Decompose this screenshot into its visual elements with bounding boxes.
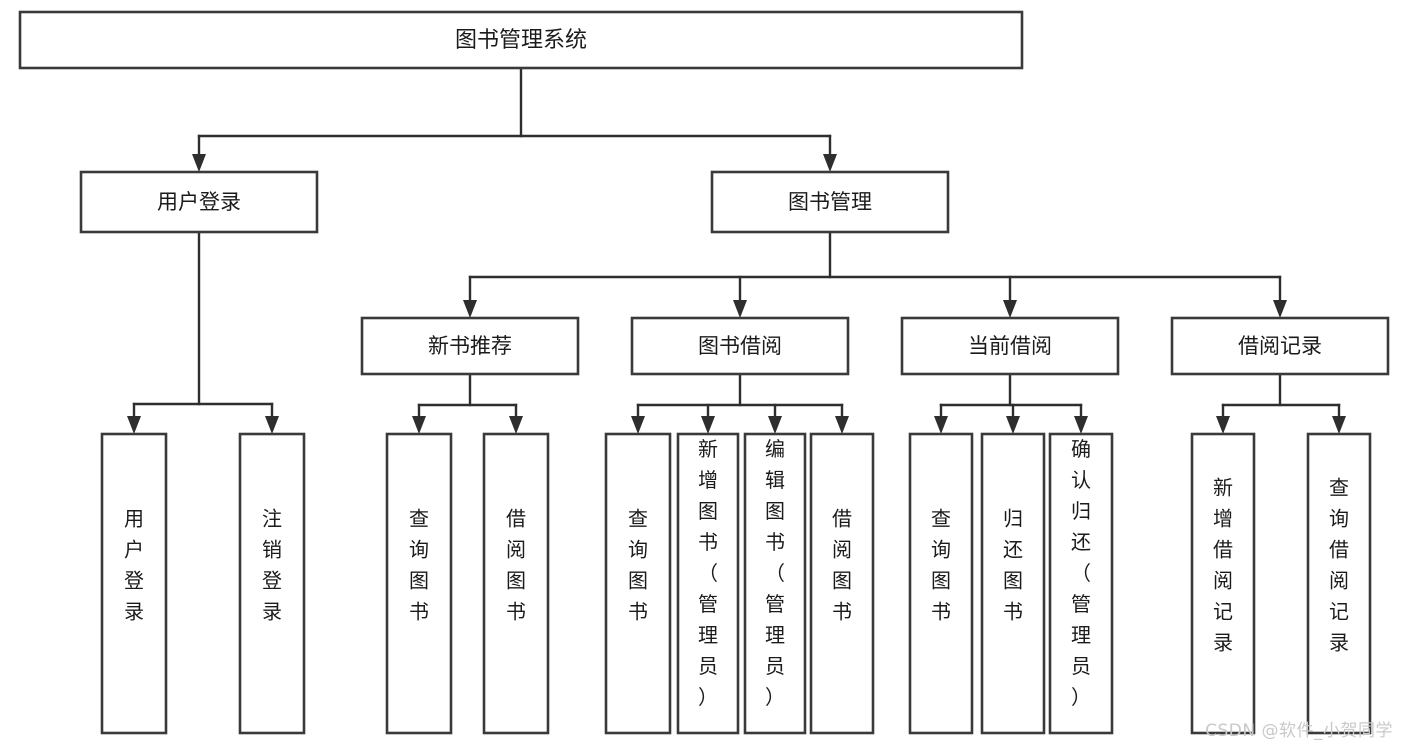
leaf-node[interactable]: 新增借阅记录 (1190, 432, 1256, 735)
leaf-node-label: 查询图书 (931, 507, 951, 624)
level2-node-box[interactable] (710, 170, 950, 234)
leaf-node-box[interactable] (809, 432, 875, 735)
arrowhead-icon (192, 154, 206, 172)
level3-node-label: 当前借阅 (968, 334, 1052, 358)
leaf-node-label: 用户登录 (124, 507, 144, 624)
leaf-node-box[interactable] (1190, 432, 1256, 735)
leaf-node-label: 新增借阅记录 (1213, 476, 1233, 655)
leaf-node-label: 编辑图书（管理员） (765, 437, 785, 709)
arrowhead-icon (1332, 416, 1346, 434)
level3-node[interactable]: 借阅记录 (1170, 316, 1390, 376)
leaf-node-label: 归还图书 (1003, 507, 1023, 624)
arrowhead-icon (509, 416, 523, 434)
leaf-node-box[interactable] (238, 432, 306, 735)
arrowhead-icon (1006, 416, 1020, 434)
leaf-node-box[interactable] (743, 432, 807, 735)
arrowhead-icon (412, 416, 426, 434)
arrowhead-icon (1003, 300, 1017, 318)
leaf-node[interactable]: 用户登录 (100, 432, 168, 735)
leaf-node[interactable]: 归还图书 (980, 432, 1046, 735)
leaf-node-box[interactable] (100, 432, 168, 735)
arrowhead-icon (701, 416, 715, 434)
level2-node[interactable]: 用户登录 (79, 170, 319, 234)
level3-node-label: 图书借阅 (698, 334, 782, 358)
leaf-node-label: 查询图书 (409, 507, 429, 624)
edge-layer (127, 66, 1346, 434)
leaf-node-label: 注销登录 (262, 507, 282, 624)
level2-node-label: 图书管理 (788, 190, 872, 214)
level3-node[interactable]: 图书借阅 (630, 316, 850, 376)
root-node[interactable]: 图书管理系统 (18, 10, 1024, 70)
leaf-node-label: 查询图书 (628, 507, 648, 624)
arrowhead-icon (835, 416, 849, 434)
arrowhead-icon (768, 416, 782, 434)
arrowhead-icon (934, 416, 948, 434)
leaf-node[interactable]: 借阅图书 (482, 432, 550, 735)
level2-node-box[interactable] (79, 170, 319, 234)
leaf-node-box[interactable] (604, 432, 672, 735)
leaf-node-box[interactable] (676, 432, 740, 735)
leaf-node[interactable]: 查询图书 (385, 432, 453, 735)
leaf-node[interactable]: 编辑图书（管理员） (743, 432, 807, 735)
arrowhead-icon (265, 416, 279, 434)
arrowhead-icon (733, 300, 747, 318)
leaf-node[interactable]: 确认归还（管理员） (1048, 432, 1114, 735)
level3-node-label: 借阅记录 (1238, 334, 1322, 358)
leaf-node-box[interactable] (1048, 432, 1114, 735)
arrowhead-icon (631, 416, 645, 434)
leaf-node-box[interactable] (908, 432, 974, 735)
level2-node-label: 用户登录 (157, 190, 241, 214)
arrowhead-icon (1273, 300, 1287, 318)
arrowhead-icon (823, 154, 837, 172)
leaf-node-box[interactable] (980, 432, 1046, 735)
arrowhead-icon (127, 416, 141, 434)
level3-node[interactable]: 当前借阅 (900, 316, 1120, 376)
level3-node-box[interactable] (1170, 316, 1390, 376)
level3-node-label: 新书推荐 (428, 334, 512, 358)
level3-node[interactable]: 新书推荐 (360, 316, 580, 376)
leaf-node-box[interactable] (385, 432, 453, 735)
leaf-node-label: 查询借阅记录 (1329, 476, 1349, 655)
leaf-node[interactable]: 查询图书 (604, 432, 672, 735)
leaf-node-box[interactable] (482, 432, 550, 735)
arrowhead-icon (1074, 416, 1088, 434)
level2-node[interactable]: 图书管理 (710, 170, 950, 234)
leaf-node-box[interactable] (1306, 432, 1372, 735)
root-node-box[interactable] (18, 10, 1024, 70)
leaf-node-label: 新增图书（管理员） (698, 437, 718, 709)
arrowhead-icon (463, 300, 477, 318)
arrowhead-icon (1216, 416, 1230, 434)
level3-node-box[interactable] (900, 316, 1120, 376)
leaf-node-label: 借阅图书 (506, 507, 526, 624)
node-layer: 图书管理系统用户登录图书管理新书推荐图书借阅当前借阅借阅记录用户登录注销登录查询… (18, 10, 1390, 735)
leaf-node[interactable]: 注销登录 (238, 432, 306, 735)
leaf-node-label: 确认归还（管理员） (1071, 437, 1091, 709)
leaf-node[interactable]: 查询借阅记录 (1306, 432, 1372, 735)
root-node-label: 图书管理系统 (455, 28, 587, 53)
leaf-node[interactable]: 新增图书（管理员） (676, 432, 740, 735)
level3-node-box[interactable] (630, 316, 850, 376)
leaf-node-label: 借阅图书 (832, 507, 852, 624)
leaf-node[interactable]: 查询图书 (908, 432, 974, 735)
leaf-node[interactable]: 借阅图书 (809, 432, 875, 735)
level3-node-box[interactable] (360, 316, 580, 376)
